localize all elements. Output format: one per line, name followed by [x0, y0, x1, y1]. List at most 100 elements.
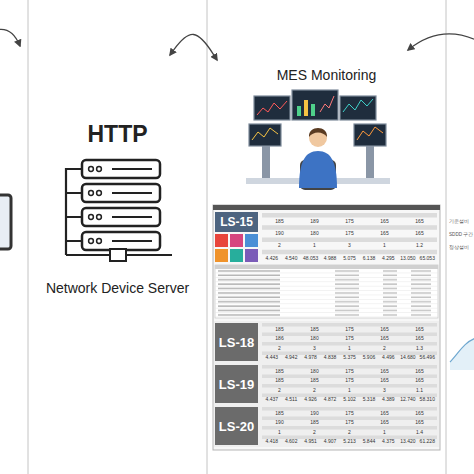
screen-bar	[304, 100, 308, 116]
table-cell: 175	[345, 378, 353, 383]
table-cell: 165	[415, 231, 423, 236]
table-cell: 65.053	[420, 256, 435, 261]
table-header	[262, 238, 437, 243]
table-cell: 5.102	[343, 397, 356, 402]
server-caption: Network Device Server	[30, 281, 205, 295]
table-cell: 2	[313, 430, 316, 435]
table-cell: 5.213	[343, 439, 356, 444]
screen-chart	[357, 127, 383, 140]
monitor-screen	[249, 124, 281, 146]
operator-illustration	[246, 90, 390, 190]
table-cell: 175	[345, 420, 353, 425]
table-cell: 185	[275, 327, 283, 332]
table-cell: 165	[415, 327, 423, 332]
table-cell: 4.872	[324, 397, 337, 402]
log-rows	[215, 269, 438, 317]
monitor-screen	[292, 90, 338, 120]
table-cell: 56.496	[420, 355, 435, 360]
table-cell: 180	[310, 369, 318, 374]
chart-note: 기준설비	[449, 220, 469, 225]
table-cell: 4.375	[382, 439, 395, 444]
line-name: LS-15	[220, 216, 253, 228]
server-icon	[66, 160, 172, 261]
table-cell: 1	[383, 243, 386, 248]
table-cell: 175	[345, 336, 353, 341]
panel-divider	[207, 0, 208, 474]
screen-bar	[297, 106, 301, 116]
panel-divider	[446, 0, 447, 474]
line-section	[214, 405, 439, 447]
table-cell: 1	[348, 388, 351, 393]
status-tile	[245, 234, 258, 247]
table-cell: 165	[380, 336, 388, 341]
table-cell: 165	[415, 336, 423, 341]
table-header	[262, 250, 437, 255]
table-cell: 3	[383, 388, 386, 393]
table-cell: 5.906	[363, 355, 376, 360]
log-header	[215, 265, 438, 269]
screen-chart	[320, 96, 334, 112]
table-cell: 190	[310, 411, 318, 416]
server-led	[97, 239, 102, 244]
table-cell: 4.426	[265, 256, 278, 261]
table-cell: 2	[278, 243, 281, 248]
status-tile	[215, 249, 228, 262]
panel-box: HTTP Network Device Server	[30, 55, 205, 300]
table-cell: 4.926	[304, 397, 317, 402]
table-cell: 4.418	[265, 439, 278, 444]
screen-chart	[257, 101, 287, 115]
line-name-box	[215, 323, 258, 361]
table-cell: 13.420	[400, 439, 415, 444]
chart-line	[450, 338, 474, 362]
monitor-screen	[340, 96, 376, 120]
screen-bar	[311, 104, 315, 116]
table-cell: 185	[310, 378, 318, 383]
protocol-heading: HTTP	[30, 123, 205, 146]
panel-heading: MES Monitoring	[209, 68, 444, 82]
table-cell: 190	[275, 420, 283, 425]
table-cell: 165	[415, 420, 423, 425]
line-name: LS-18	[219, 336, 254, 349]
table-cell: 4.988	[324, 256, 337, 261]
line-name-box	[215, 365, 258, 403]
line-name-box	[215, 212, 258, 232]
table-cell: 2	[348, 430, 351, 435]
monitor-screen	[354, 124, 386, 146]
table-cell: 190	[275, 231, 283, 236]
server-led	[89, 239, 94, 244]
table-cell: 1.4	[416, 430, 423, 435]
table-cell: 165	[380, 219, 388, 224]
table-cell: 165	[380, 420, 388, 425]
table-cell: 186	[275, 336, 283, 341]
table-cell: 4.496	[382, 355, 395, 360]
table-cell: 1	[278, 430, 281, 435]
server-led	[97, 191, 102, 196]
tablet-icon	[0, 195, 11, 249]
table-cell: 13.050	[400, 256, 415, 261]
monitor-screen	[254, 96, 290, 120]
status-tile	[230, 234, 243, 247]
table-cell: 1	[383, 430, 386, 435]
table-cell: 14.680	[400, 355, 415, 360]
server-led	[89, 191, 94, 196]
log-list	[215, 265, 438, 318]
dashboard-frame	[213, 205, 440, 450]
server-led	[97, 215, 102, 220]
status-tile	[215, 234, 228, 247]
panel-divider	[28, 0, 29, 474]
table-header	[262, 213, 437, 218]
table-cell: 165	[415, 411, 423, 416]
table-cell: 48.053	[303, 256, 318, 261]
table-cell: 6.138	[363, 256, 376, 261]
monitor-stand	[366, 146, 374, 178]
table-cell: 4.389	[382, 397, 395, 402]
table-cell: 4.602	[285, 439, 298, 444]
table-cell: 185	[310, 327, 318, 332]
operator-head	[309, 129, 327, 147]
table-cell: 165	[380, 378, 388, 383]
table-cell: 165	[380, 231, 388, 236]
dashboard-screenshot	[213, 205, 440, 450]
table-cell: 1.1	[416, 388, 423, 393]
table-cell: 185	[275, 378, 283, 383]
